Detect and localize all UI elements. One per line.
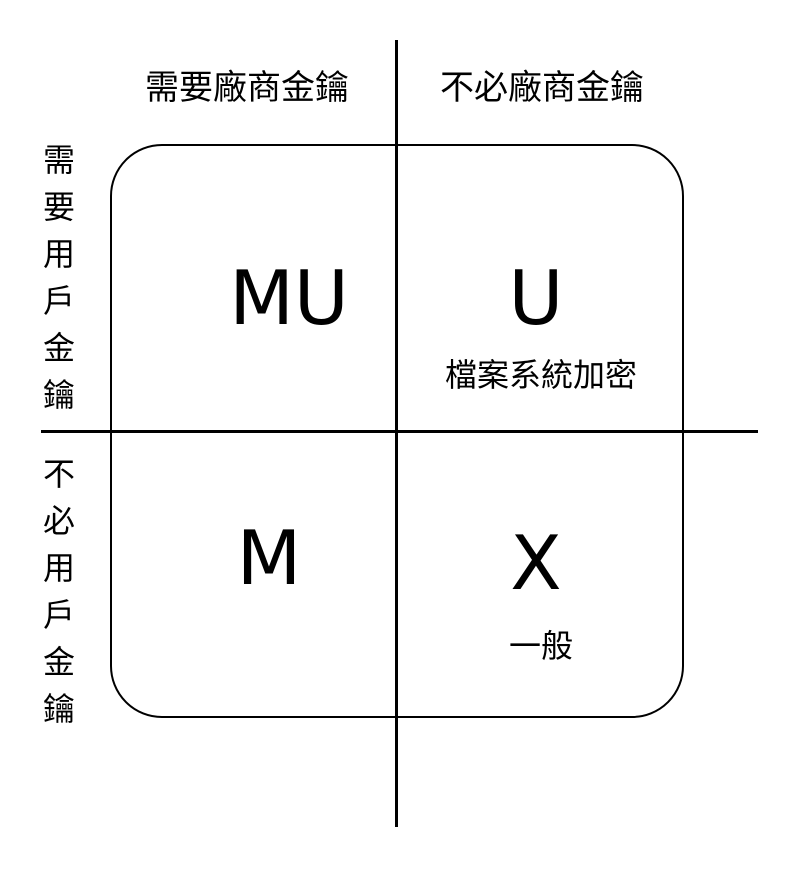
row-header-char: 鑰	[42, 690, 75, 728]
cell-code-bottom-left: M	[236, 514, 302, 602]
row-header-char: 金	[42, 329, 75, 367]
row-header-user-key-required: 需 要 用 戶 金 鑰	[40, 140, 78, 422]
cell-code-top-right: U	[508, 254, 564, 342]
column-header-vendor-key-not-required: 不必廠商金鑰	[440, 68, 644, 108]
row-header-char: 戶	[42, 282, 75, 320]
row-header-char: 需	[42, 141, 75, 179]
row-header-char: 必	[42, 502, 75, 540]
horizontal-axis-line	[41, 430, 758, 433]
row-header-char: 鑰	[42, 376, 75, 414]
row-header-char: 用	[42, 235, 75, 273]
row-header-user-key-not-required: 不 必 用 戶 金 鑰	[40, 454, 78, 736]
row-header-char: 用	[42, 549, 75, 587]
column-header-vendor-key-required: 需要廠商金鑰	[145, 68, 349, 108]
cell-code-bottom-right: X	[510, 519, 562, 607]
cell-description-top-right: 檔案系統加密	[444, 356, 637, 394]
cell-description-bottom-right: 一般	[508, 627, 573, 665]
row-header-char: 不	[42, 455, 75, 493]
cell-code-top-left: MU	[229, 254, 349, 342]
row-header-char: 戶	[42, 596, 75, 634]
vertical-axis-line	[395, 40, 398, 827]
row-header-char: 金	[42, 643, 75, 681]
row-header-char: 要	[42, 188, 75, 226]
